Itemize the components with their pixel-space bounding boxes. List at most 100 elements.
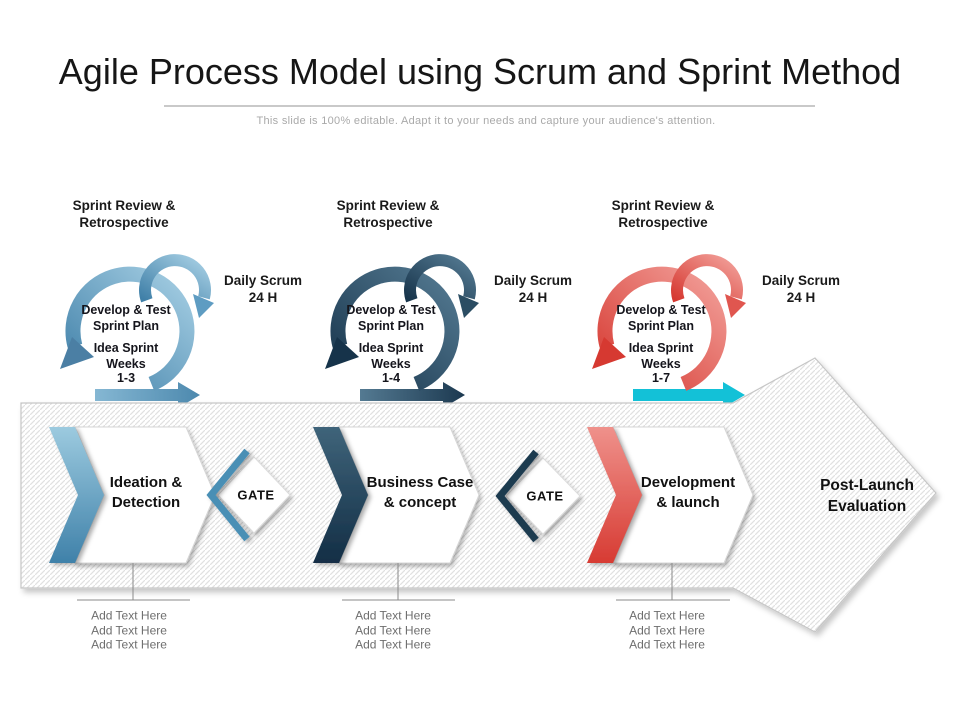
weeks-range-label-1: 1-3 (116, 371, 136, 385)
loop-small-circle (139, 254, 211, 303)
gate-chevron-icon (495, 449, 539, 543)
label-line: Post-Launch (820, 477, 914, 494)
loop-weeks-label-2: Idea Sprint Weeks (359, 340, 424, 372)
label-line: Develop & Test (346, 303, 436, 317)
loop-small-arrowhead-icon (725, 294, 746, 318)
gate-chevron-icon (206, 448, 250, 542)
title-divider (164, 105, 815, 107)
sprint-review-label-1: Sprint Review & Retrospective (73, 197, 176, 231)
page-subtitle: This slide is 100% editable. Adapt it to… (256, 115, 716, 127)
loop-ring-arrowhead-icon (592, 337, 626, 369)
label-line: Retrospective (343, 215, 433, 230)
loop-small-arrowhead-icon (458, 294, 479, 318)
process-step-shape-2 (313, 426, 480, 564)
label-line: Detection (111, 494, 181, 511)
placeholder-text[interactable]: Add Text Here (629, 637, 705, 652)
label-line: Idea Sprint (358, 341, 424, 355)
connector-lines (77, 563, 730, 601)
label-line: Daily Scrum (493, 273, 573, 288)
placeholder-text[interactable]: Add Text Here (91, 637, 167, 652)
step-label-2: Business Case & concept (367, 473, 474, 513)
loop-small-circle (404, 254, 476, 303)
placeholder-text[interactable]: Add Text Here (629, 608, 705, 623)
sprint-exit-arrow-icon (633, 382, 745, 408)
sprint-exit-arrow-icon (360, 382, 465, 408)
placeholder-group-2: Add Text Here Add Text Here Add Text Her… (355, 608, 431, 652)
label-line: Sprint Plan (358, 319, 424, 333)
placeholder-group-1: Add Text Here Add Text Here Add Text Her… (91, 608, 167, 652)
label-line: Sprint Review & (336, 198, 440, 213)
scrum-loop-icon-1 (60, 254, 214, 408)
label-line: 24 H (248, 290, 278, 305)
step-label-1: Ideation & Detection (110, 473, 183, 513)
gate-shape-2 (495, 449, 581, 543)
loop-plan-label-3: Develop & Test Sprint Plan (616, 302, 705, 334)
placeholder-text[interactable]: Add Text Here (355, 622, 431, 637)
label-line: Sprint Plan (93, 319, 159, 333)
label-line: 24 H (786, 290, 816, 305)
label-line: Daily Scrum (761, 273, 841, 288)
step-chevron-icon (313, 427, 368, 563)
loop-plan-label-2: Develop & Test Sprint Plan (346, 302, 435, 334)
placeholder-text[interactable]: Add Text Here (355, 608, 431, 623)
sprint-review-label-3: Sprint Review & Retrospective (612, 197, 715, 231)
loop-ring-arrowhead-icon (60, 337, 94, 369)
weeks-range-label-2: 1-4 (381, 371, 401, 385)
label-line: Idea Sprint (628, 341, 694, 355)
post-launch-label: Post-Launch Evaluation (820, 475, 914, 517)
scrum-loop-icon-3 (592, 254, 746, 408)
loop-ring (65, 266, 195, 391)
label-line: 24 H (518, 290, 548, 305)
label-line: Weeks (371, 357, 411, 371)
daily-scrum-label-2: Daily Scrum 24 H (494, 272, 572, 306)
loop-small-circle (671, 254, 743, 303)
process-step-shape-3 (587, 426, 754, 564)
page-title: Agile Process Model using Scrum and Spri… (58, 51, 902, 92)
daily-scrum-label-1: Daily Scrum 24 H (224, 272, 302, 306)
label-line: Sprint Review & (72, 198, 176, 213)
placeholder-text[interactable]: Add Text Here (629, 622, 705, 637)
label-line: Develop & Test (81, 303, 171, 317)
label-line: Weeks (106, 357, 146, 371)
label-line: Idea Sprint (93, 341, 159, 355)
sprint-exit-arrow-icon (95, 382, 200, 408)
gate-diamond (217, 456, 291, 534)
placeholder-text[interactable]: Add Text Here (91, 608, 167, 623)
process-step-shape-1 (49, 426, 216, 564)
label-line: & launch (656, 494, 720, 511)
loop-plan-label-1: Develop & Test Sprint Plan (81, 302, 170, 334)
label-line: Daily Scrum (223, 273, 303, 288)
placeholder-text[interactable]: Add Text Here (355, 637, 431, 652)
loop-ring-arrowhead-icon (325, 337, 359, 369)
gate-label-2: GATE (526, 488, 564, 504)
sprint-review-label-2: Sprint Review & Retrospective (337, 197, 440, 231)
placeholder-group-3: Add Text Here Add Text Here Add Text Her… (629, 608, 705, 652)
gate-label-1: GATE (237, 487, 275, 503)
loop-small-arrowhead-icon (193, 294, 214, 318)
label-line: Sprint Review & (611, 198, 715, 213)
label-line: Evaluation (827, 498, 907, 515)
loop-weeks-label-3: Idea Sprint Weeks (629, 340, 694, 372)
loop-ring (330, 266, 460, 391)
step-chevron-icon (49, 427, 104, 563)
label-line: & concept (383, 494, 457, 511)
gate-shape-1 (206, 448, 291, 542)
label-line: Development (640, 474, 736, 491)
loop-ring (597, 266, 727, 391)
label-line: Develop & Test (616, 303, 706, 317)
gate-diamond (505, 457, 581, 535)
label-line: Sprint Plan (628, 319, 694, 333)
label-line: Retrospective (618, 215, 708, 230)
weeks-range-label-3: 1-7 (651, 371, 671, 385)
label-line: Business Case (366, 474, 474, 491)
step-label-3: Development & launch (641, 473, 735, 513)
label-line: Ideation & (109, 474, 183, 491)
label-line: Weeks (641, 357, 681, 371)
scrum-loop-icon-2 (325, 254, 479, 408)
loop-weeks-label-1: Idea Sprint Weeks (94, 340, 159, 372)
step-chevron-icon (587, 427, 642, 563)
placeholder-text[interactable]: Add Text Here (91, 622, 167, 637)
label-line: Retrospective (79, 215, 169, 230)
